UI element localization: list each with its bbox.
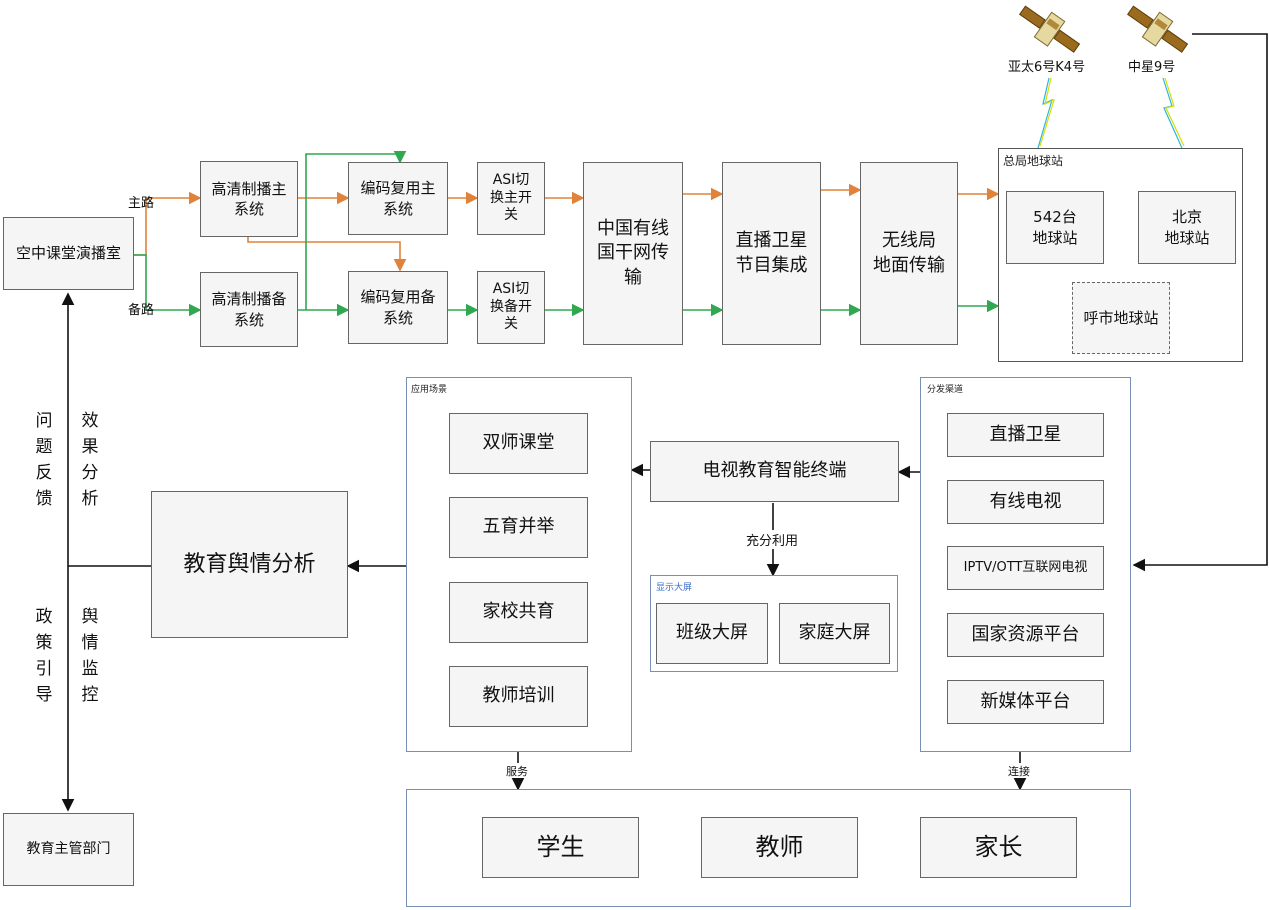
scenarios-title: 应用场景 <box>411 385 448 395</box>
satellite-label-apstar: 亚太6号K4号 <box>1008 60 1086 75</box>
asi-backup-switch: ASI切 换备开 关 <box>477 271 545 344</box>
scenario-item: 五育并举 <box>449 497 588 558</box>
opinion-monitoring-label: 舆情监控 <box>81 607 99 705</box>
encoder-backup-system: 编码复用备 系统 <box>348 271 448 344</box>
make-full-use-label: 充分利用 <box>744 530 801 549</box>
display-item: 家庭大屏 <box>779 603 890 664</box>
satellite-label-chinasat: 中星9号 <box>1128 60 1176 75</box>
station-beijing: 北京 地球站 <box>1138 191 1236 264</box>
cable-transmission: 中国有线 国干网传 输 <box>583 162 683 345</box>
satellite-icon <box>1018 5 1081 53</box>
scenario-item: 教师培训 <box>449 666 588 727</box>
hd-backup-system: 高清制播备 系统 <box>200 272 298 347</box>
earth-station-group-title: 总局地球站 <box>1003 154 1064 168</box>
distribution-item: 国家资源平台 <box>947 613 1104 657</box>
display-item: 班级大屏 <box>656 603 768 664</box>
audience-item: 学生 <box>482 817 639 878</box>
audience-item: 家长 <box>920 817 1077 878</box>
encoder-main-system: 编码复用主 系统 <box>348 162 448 235</box>
satellite-integration: 直播卫星 节目集成 <box>722 162 821 345</box>
station-542: 542台 地球站 <box>1006 191 1104 264</box>
scenario-item: 双师课堂 <box>449 413 588 474</box>
hd-main-system: 高清制播主 系统 <box>200 161 298 237</box>
policy-guidance-label: 政策引导 <box>35 607 53 705</box>
wireless-transmission: 无线局 地面传输 <box>860 162 958 345</box>
distribution-item: 新媒体平台 <box>947 680 1104 724</box>
education-authority: 教育主管部门 <box>3 813 134 886</box>
distribution-item: 有线电视 <box>947 480 1104 524</box>
station-huhhot: 呼市地球站 <box>1072 282 1170 354</box>
main-route-label: 主路 <box>128 196 155 211</box>
serve-label: 服务 <box>506 765 528 778</box>
connect-label: 连接 <box>1008 765 1030 778</box>
asi-main-switch: ASI切 换主开 关 <box>477 162 545 235</box>
education-opinion-analysis: 教育舆情分析 <box>151 491 348 638</box>
distribution-item: IPTV/OTT互联网电视 <box>947 546 1104 590</box>
feedback-label: 问题反馈 <box>35 411 53 509</box>
display-title: 显示大屏 <box>656 583 693 593</box>
tv-education-terminal: 电视教育智能终端 <box>650 441 899 502</box>
studio-box: 空中课堂演播室 <box>3 217 134 290</box>
audience-item: 教师 <box>701 817 858 878</box>
distribution-title: 分发渠道 <box>927 385 964 395</box>
effect-analysis-label: 效果分析 <box>81 411 99 509</box>
distribution-item: 直播卫星 <box>947 413 1104 457</box>
scenario-item: 家校共育 <box>449 582 588 643</box>
satellite-icon <box>1126 5 1189 53</box>
backup-route-label: 备路 <box>128 303 155 318</box>
